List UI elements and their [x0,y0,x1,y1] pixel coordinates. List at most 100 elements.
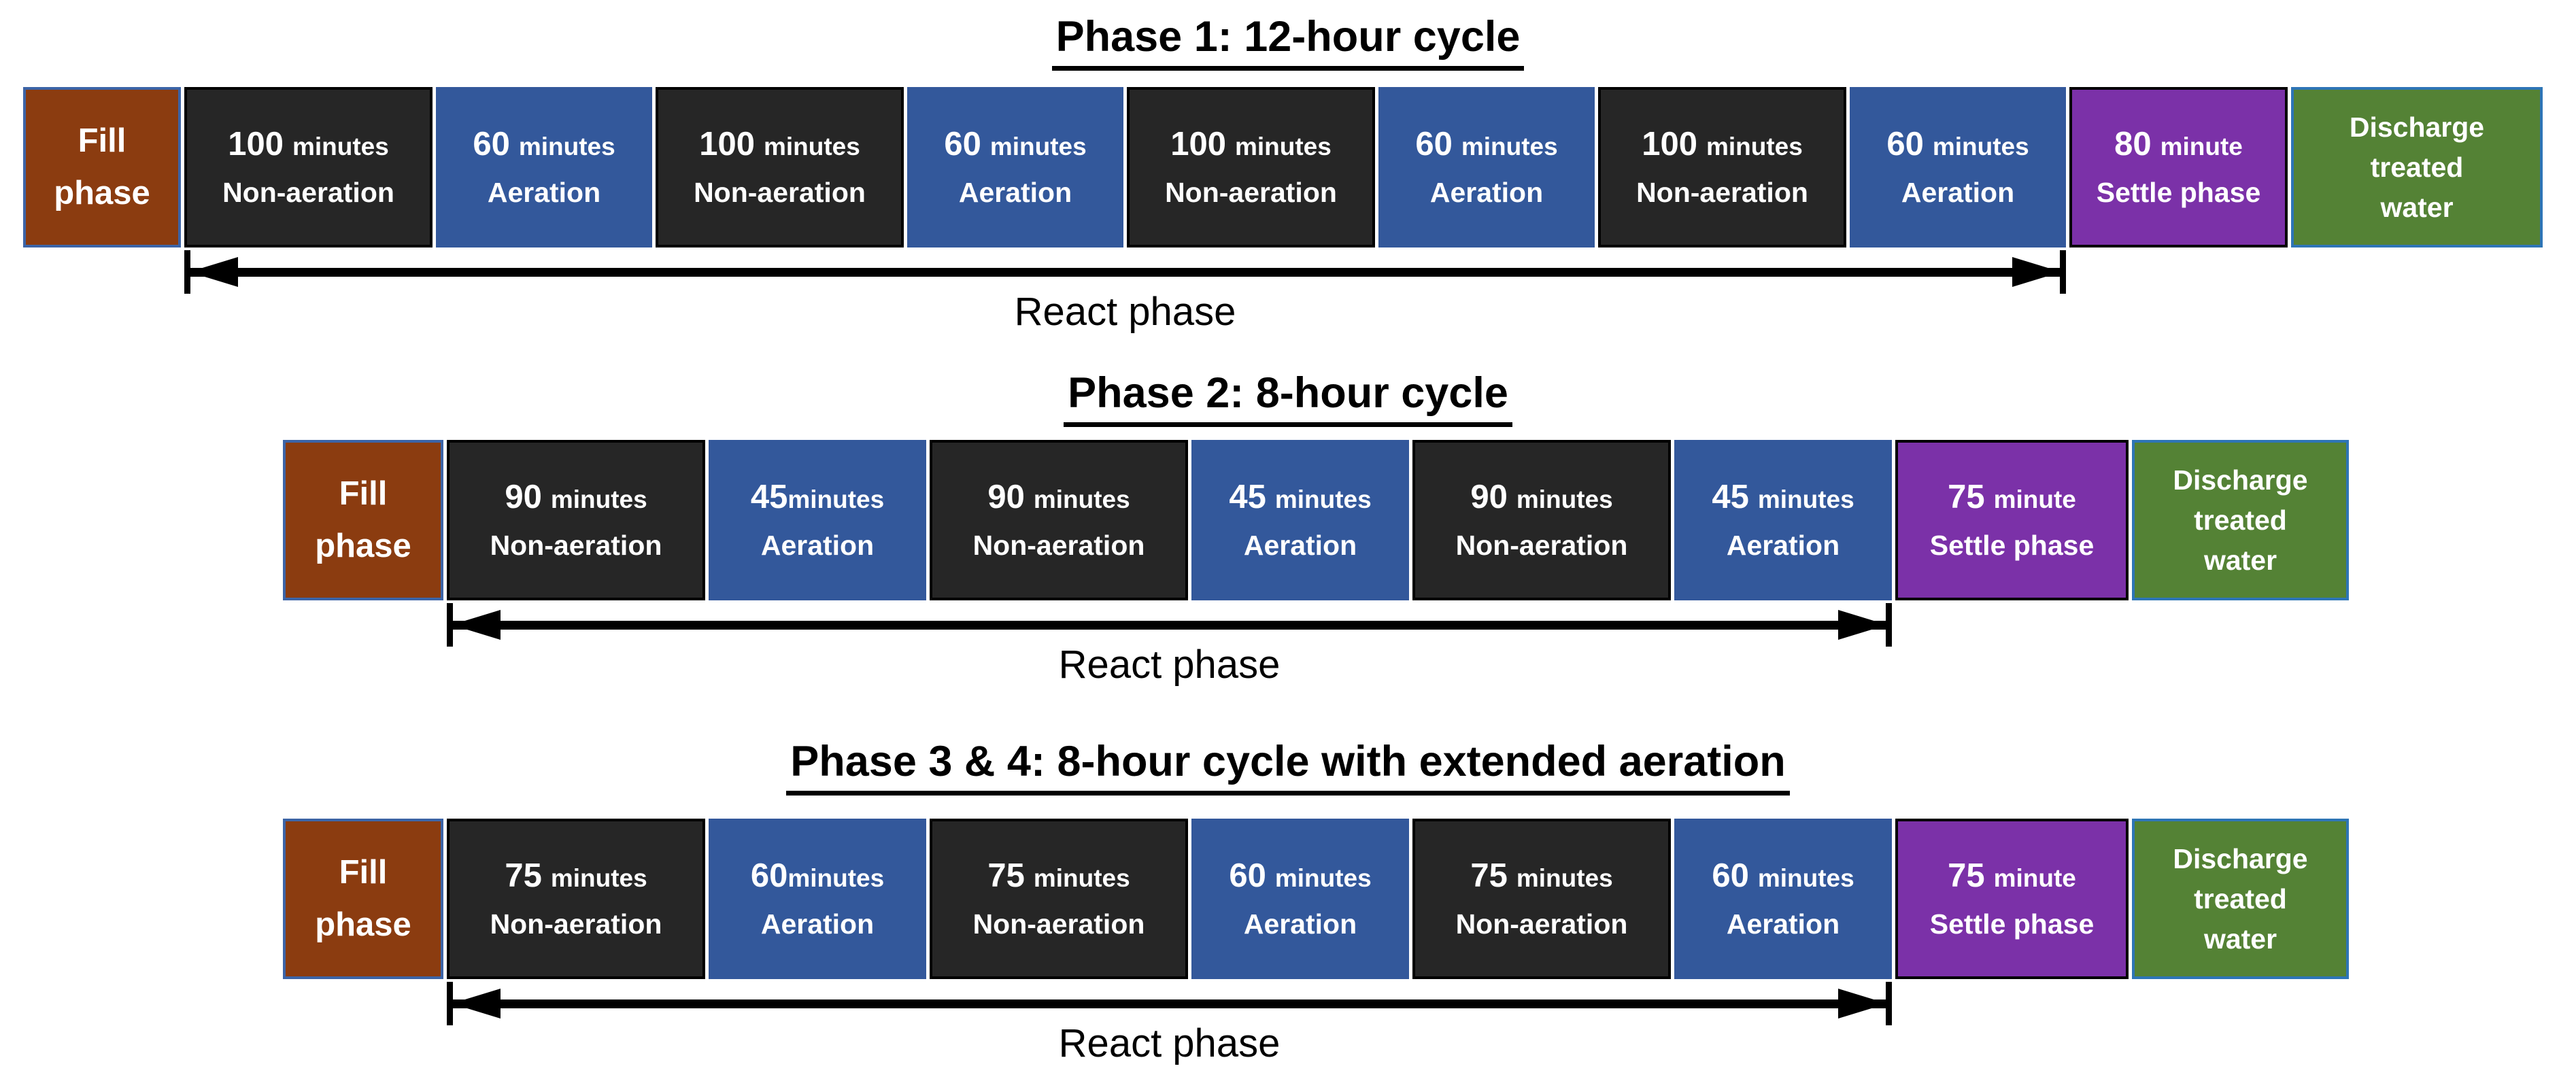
phase-1-react-dimension: React phase [184,250,2066,334]
block-text-line: phase [54,175,150,211]
duration-unit: minutes [1706,133,1803,160]
block-label: Settle phase [2096,177,2261,208]
block-duration-line: 60 minutes [1712,859,1854,893]
right-arrowhead-icon [1838,989,1887,1019]
dimension-tick-right [2060,250,2066,294]
block-duration-line: 75 minutes [987,859,1130,893]
dimension-line [450,999,1888,1008]
left-arrowhead-icon [452,610,501,640]
block-discharge: Discharge treated water [2132,440,2349,600]
phase-1-title: Phase 1: 12-hour cycle [0,11,2576,71]
duration-unit: minutes [550,864,647,892]
block-duration-line: 60 minutes [944,128,1086,161]
phase-2-title: Phase 2: 8-hour cycle [0,367,2576,427]
block-duration-line: 100 minutes [1642,128,1803,161]
block-fill: Fill phase [283,819,443,979]
react-phase-label: React phase [1014,290,1236,334]
block-label: Non-aeration [1455,908,1628,940]
right-arrowhead-icon [1838,610,1887,640]
duration-number: 75 [505,857,542,894]
block-text-line: Discharge [2349,111,2485,143]
duration-unit: minutes [989,133,1087,160]
duration-number: 60 [1229,857,1266,894]
duration-unit: minutes [1033,864,1130,892]
phase-2-react-dimension: React phase [447,603,1892,687]
duration-unit: minute [1993,485,2076,513]
dimension-line [188,268,2063,277]
block-label: Non-aeration [490,908,662,940]
block-duration-line: 45 minutes [1712,481,1854,514]
block-text-line: water [2203,544,2277,576]
block-text-line: Discharge [2173,464,2308,496]
block-text-line: phase [315,528,411,564]
block-text-line: Discharge [2173,842,2308,874]
duration-number: 100 [1642,126,1697,163]
block-label: Non-aeration [1165,177,1337,208]
duration-unit: minutes [1461,133,1558,160]
react-phase-label: React phase [1058,1021,1281,1065]
block-label: Aeration [487,177,601,208]
duration-number: 75 [987,857,1025,894]
duration-unit: minutes [550,485,647,513]
duration-unit: minutes [1757,864,1854,892]
block-discharge: Discharge treated water [2291,87,2543,247]
block-label: Non-aeration [972,530,1145,561]
block-text-line: treated [2194,883,2287,914]
block-label: Aeration [760,530,875,561]
block-label: Aeration [760,908,875,940]
block-duration-line: 90 minutes [1470,481,1612,514]
duration-number: 45 [1712,479,1749,515]
duration-unit: minutes [1033,485,1130,513]
left-arrowhead-icon [189,257,238,287]
duration-number: 60 [1712,857,1749,894]
right-arrowhead-icon [2012,257,2061,287]
block-label: Aeration [1243,908,1357,940]
duration-number: 90 [987,479,1025,515]
phase-1-title-text: Phase 1: 12-hour cycle [1051,13,1525,71]
block-text-line: treated [2194,504,2287,536]
block-text-line: water [2380,191,2454,223]
block-text-line: Fill [339,854,388,891]
block-text-line: treated [2370,151,2464,183]
duration-number: 100 [228,126,284,163]
duration-unit: minutes [1757,485,1854,513]
block-duration-line: 100 minutes [228,128,389,161]
block-text-line: phase [315,906,411,943]
duration-unit: minutes [292,133,389,160]
left-arrowhead-icon [452,989,501,1019]
block-label: Non-aeration [1455,530,1628,561]
duration-number: 60 [750,857,788,894]
duration-number: 90 [1470,479,1508,515]
duration-number: 45 [1229,479,1266,515]
dimension-tick-left [447,603,453,647]
duration-number: 75 [1470,857,1508,894]
duration-number: 60 [944,126,981,163]
phase-2-title-text: Phase 2: 8-hour cycle [1064,369,1512,427]
duration-unit: minutes [1516,485,1613,513]
